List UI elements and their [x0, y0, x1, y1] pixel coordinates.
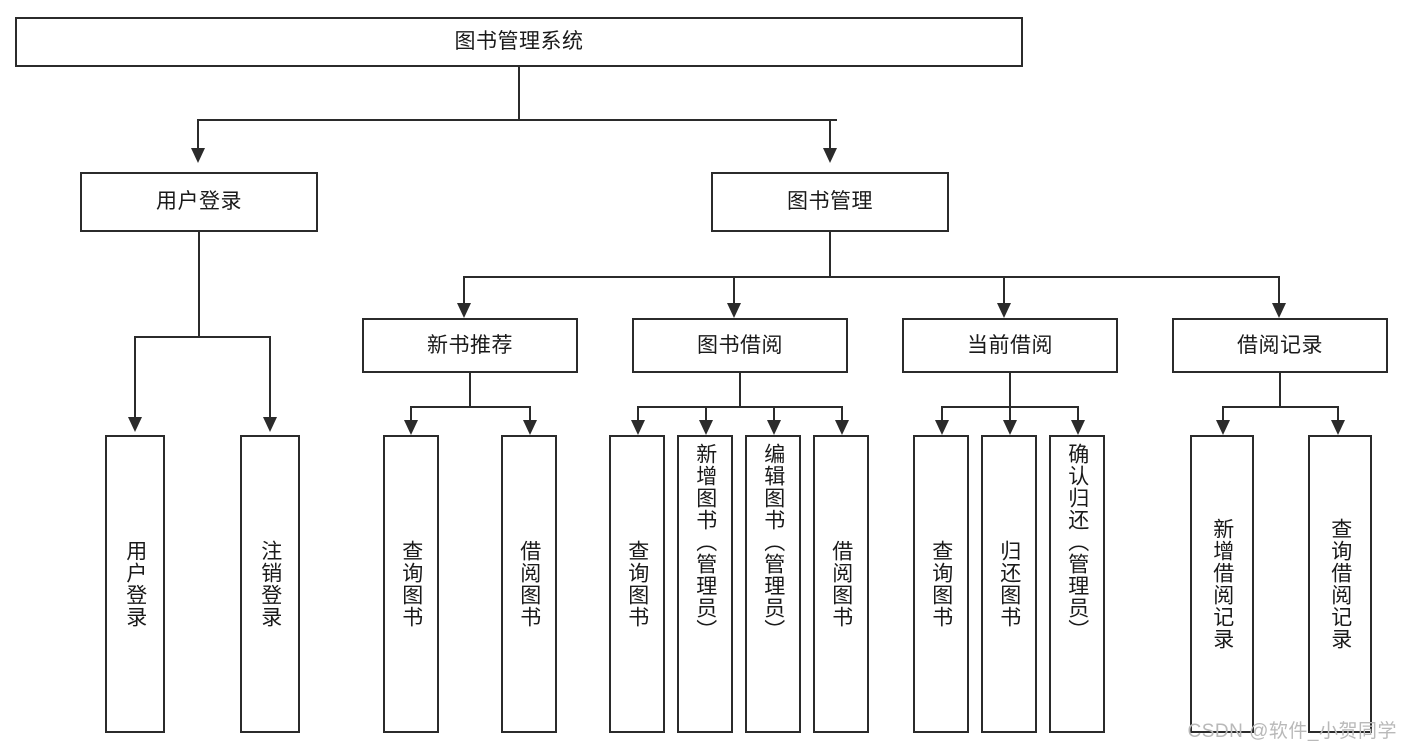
node-root[interactable]: 图书管理系统: [15, 17, 1023, 67]
connector-book-borrow-to-leaf-2: [705, 406, 707, 421]
node-leaf-borrow-book-1-label: 借阅图书: [517, 540, 541, 628]
arrowhead-current-borrow: [997, 303, 1011, 318]
arrowhead-leaf-query-book-2: [631, 420, 645, 435]
connector-user-login-to-leaf-1: [134, 336, 136, 418]
node-leaf-add-record-label: 新增借阅记录: [1210, 518, 1234, 650]
connector-user-login-to-leaf-2: [269, 336, 271, 418]
arrowhead-leaf-query-record: [1331, 420, 1345, 435]
node-leaf-query-book-3-label: 查询图书: [929, 540, 953, 628]
connector-root-drop: [518, 67, 520, 119]
node-leaf-borrow-book-1[interactable]: 借阅图书: [501, 435, 557, 733]
node-current-borrow-label: 当前借阅: [967, 333, 1053, 357]
connector-root-bus: [197, 119, 837, 121]
node-user-login[interactable]: 用户登录: [80, 172, 318, 232]
node-borrow-record[interactable]: 借阅记录: [1172, 318, 1388, 373]
node-leaf-query-book-3[interactable]: 查询图书: [913, 435, 969, 733]
node-leaf-user-login-label: 用户登录: [123, 540, 147, 628]
arrowhead-leaf-query-book-1: [404, 420, 418, 435]
connector-borrow-record-to-leaf-2: [1337, 406, 1339, 421]
node-leaf-borrow-book-2[interactable]: 借阅图书: [813, 435, 869, 733]
node-current-borrow[interactable]: 当前借阅: [902, 318, 1118, 373]
connector-new-book-rec-drop: [469, 373, 471, 406]
connector-root-to-user-login: [197, 119, 199, 149]
connector-current-borrow-drop: [1009, 373, 1011, 406]
connector-current-borrow-to-leaf-1: [941, 406, 943, 421]
node-leaf-query-book-1[interactable]: 查询图书: [383, 435, 439, 733]
connector-book-manage-to-new-book-rec: [463, 276, 465, 304]
node-leaf-borrow-book-2-label: 借阅图书: [829, 540, 853, 628]
node-book-manage-label: 图书管理: [787, 190, 873, 214]
node-leaf-add-record[interactable]: 新增借阅记录: [1190, 435, 1254, 733]
arrowhead-leaf-return-book: [1003, 420, 1017, 435]
connector-current-borrow-to-leaf-2: [1009, 406, 1011, 421]
node-leaf-user-login[interactable]: 用户登录: [105, 435, 165, 733]
node-new-book-rec[interactable]: 新书推荐: [362, 318, 578, 373]
arrowhead-leaf-logout: [263, 417, 277, 432]
node-leaf-edit-book-label: 编辑图书（管理员）: [761, 443, 785, 641]
arrowhead-leaf-user-login: [128, 417, 142, 432]
node-borrow-record-label: 借阅记录: [1237, 333, 1323, 357]
connector-book-manage-drop: [829, 232, 831, 276]
node-leaf-add-book[interactable]: 新增图书（管理员）: [677, 435, 733, 733]
node-leaf-return-book[interactable]: 归还图书: [981, 435, 1037, 733]
node-leaf-query-record-label: 查询借阅记录: [1328, 518, 1352, 650]
connector-book-manage-bus: [463, 276, 1280, 278]
node-leaf-query-book-2-label: 查询图书: [625, 540, 649, 628]
node-leaf-logout[interactable]: 注销登录: [240, 435, 300, 733]
arrowhead-leaf-borrow-book-2: [835, 420, 849, 435]
connector-book-borrow-to-leaf-3: [773, 406, 775, 421]
node-leaf-logout-label: 注销登录: [258, 540, 282, 628]
node-leaf-edit-book[interactable]: 编辑图书（管理员）: [745, 435, 801, 733]
connector-borrow-record-drop: [1279, 373, 1281, 406]
arrowhead-leaf-confirm-return: [1071, 420, 1085, 435]
arrowhead-leaf-edit-book: [767, 420, 781, 435]
arrowhead-book-manage: [823, 148, 837, 163]
connector-borrow-record-bus: [1222, 406, 1338, 408]
arrowhead-borrow-record: [1272, 303, 1286, 318]
connector-new-book-rec-bus: [410, 406, 530, 408]
node-leaf-confirm-return-label: 确认归还（管理员）: [1065, 443, 1089, 641]
node-leaf-query-book-2[interactable]: 查询图书: [609, 435, 665, 733]
connector-book-manage-to-borrow-record: [1278, 276, 1280, 304]
connector-book-borrow-to-leaf-1: [637, 406, 639, 421]
arrowhead-book-borrow: [727, 303, 741, 318]
node-leaf-query-record[interactable]: 查询借阅记录: [1308, 435, 1372, 733]
connector-user-login-bus: [134, 336, 270, 338]
node-leaf-confirm-return[interactable]: 确认归还（管理员）: [1049, 435, 1105, 733]
connector-book-manage-to-book-borrow: [733, 276, 735, 304]
arrowhead-user-login: [191, 148, 205, 163]
connector-root-to-book-manage: [829, 119, 831, 149]
node-book-borrow[interactable]: 图书借阅: [632, 318, 848, 373]
connector-book-borrow-drop: [739, 373, 741, 406]
node-book-borrow-label: 图书借阅: [697, 333, 783, 357]
node-book-manage[interactable]: 图书管理: [711, 172, 949, 232]
node-user-login-label: 用户登录: [156, 190, 242, 214]
arrowhead-leaf-borrow-book-1: [523, 420, 537, 435]
arrowhead-leaf-add-book: [699, 420, 713, 435]
node-leaf-return-book-label: 归还图书: [997, 540, 1021, 628]
connector-borrow-record-to-leaf-1: [1222, 406, 1224, 421]
connector-user-login-drop: [198, 232, 200, 336]
arrowhead-new-book-rec: [457, 303, 471, 318]
node-leaf-add-book-label: 新增图书（管理员）: [693, 443, 717, 641]
connector-book-borrow-to-leaf-4: [841, 406, 843, 421]
connector-new-book-rec-to-leaf-1: [410, 406, 412, 421]
connector-new-book-rec-to-leaf-2: [529, 406, 531, 421]
arrowhead-leaf-add-record: [1216, 420, 1230, 435]
connector-book-borrow-bus: [637, 406, 842, 408]
node-leaf-query-book-1-label: 查询图书: [399, 540, 423, 628]
arrowhead-leaf-query-book-3: [935, 420, 949, 435]
connector-current-borrow-to-leaf-3: [1077, 406, 1079, 421]
connector-book-manage-to-current-borrow: [1003, 276, 1005, 304]
node-root-label: 图书管理系统: [454, 30, 584, 54]
node-new-book-rec-label: 新书推荐: [427, 333, 513, 357]
